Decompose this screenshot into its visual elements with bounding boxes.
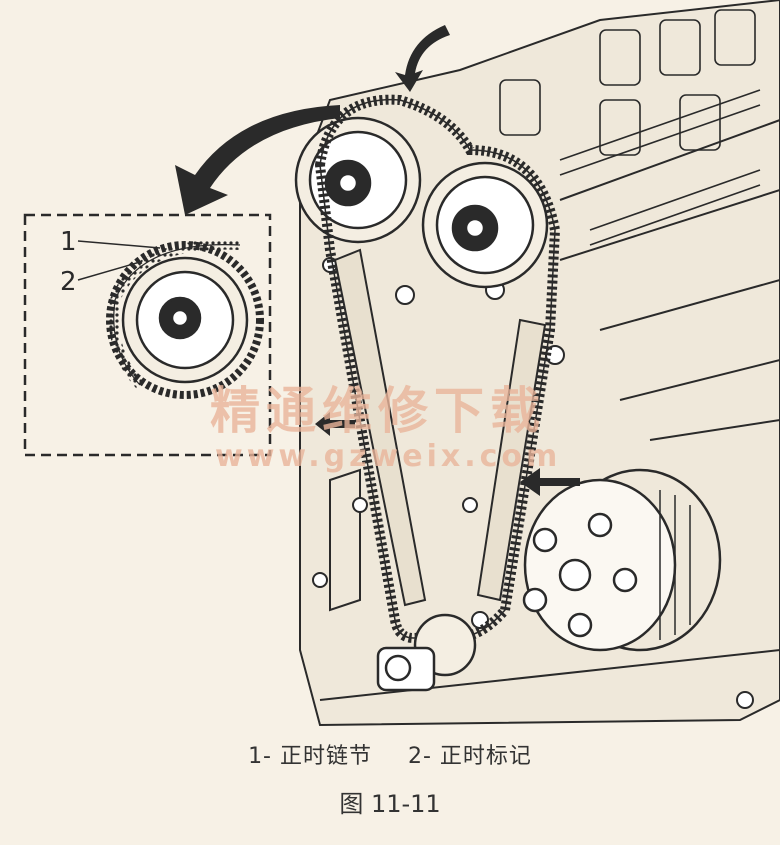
watermark-cn: 精通维修下载 — [210, 381, 546, 440]
callout-2: 2 — [60, 267, 77, 297]
callout-leader-1 — [77, 240, 161, 249]
crankshaft-sprocket — [376, 613, 477, 692]
watermark: 精通维修下载 www.gzweix.com — [210, 381, 561, 474]
left-camshaft-sprocket — [294, 116, 422, 244]
chain-guides — [333, 248, 547, 607]
right-camshaft-sprocket — [421, 161, 549, 289]
legend-item-1: 1- 正时链节 — [248, 744, 372, 769]
legend-item-2: 2- 正时标记 — [408, 744, 532, 769]
callout-1: 1 — [60, 227, 77, 257]
callout-leader-2 — [77, 261, 141, 281]
watermark-url: www.gzweix.com — [215, 439, 561, 474]
figure-number: 图 11-11 — [339, 790, 441, 818]
detail-inset: 1 2 — [23, 213, 272, 457]
engine-timing-chain-illustration: 1 2 精通维修下载 www.gzweix.com — [23, 0, 780, 727]
figure-legend: 1- 正时链节 2- 正时标记 — [0, 738, 780, 770]
accessory-pulley — [522, 468, 722, 652]
